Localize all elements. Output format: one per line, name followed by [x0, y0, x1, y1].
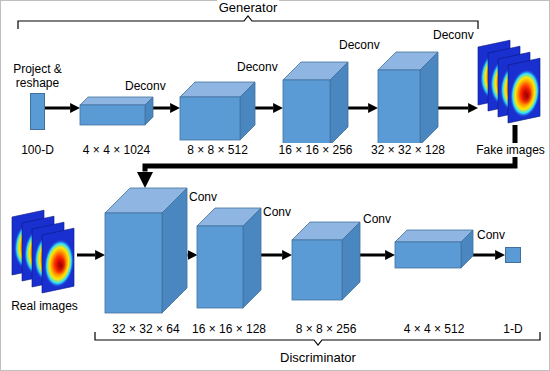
dimension-label: 4 × 4 × 1024 [82, 143, 151, 157]
node-shape [12, 205, 77, 295]
heatmap-blob [44, 236, 74, 290]
image-stack: Fake images [478, 35, 543, 125]
heatmap-panel [42, 228, 74, 293]
dimension-label: 1-D [502, 322, 523, 336]
flow-arrow [153, 107, 170, 110]
cuboid-top [80, 97, 153, 105]
node-shape [378, 52, 438, 145]
image-stack: Real images [12, 205, 77, 295]
dimension-label: 32 × 32 × 64 [111, 322, 180, 336]
cuboid-side [145, 97, 153, 125]
dimension-label: 100-D [20, 143, 55, 157]
flow-arrow [348, 107, 368, 110]
flow-arrow [473, 254, 495, 257]
feature-map-cuboid: 32 × 32 × 64 [105, 188, 187, 313]
flow-arrow [255, 107, 273, 110]
feature-map-cuboid: 4 × 4 × 1024 [80, 97, 153, 125]
dimension-label: 16 × 16 × 128 [191, 322, 267, 336]
node-shape [395, 230, 473, 268]
dimension-label: Fake images [475, 143, 546, 157]
layer-operation-label: Deconv [338, 38, 381, 52]
layer-operation-label: Conv [188, 190, 218, 204]
cuboid-side [420, 52, 438, 145]
dimension-label: 32 × 32 × 128 [370, 143, 446, 157]
section-label: Generator [217, 0, 280, 15]
layer-operation-label: Deconv [124, 79, 167, 93]
node-shape [478, 35, 543, 125]
dimension-label: 16 × 16 × 256 [277, 143, 353, 157]
heatmap-core [521, 86, 533, 107]
section-label: Discriminator [278, 350, 358, 365]
heatmap-ground [42, 228, 74, 293]
cuboid-front [80, 105, 145, 125]
cuboid-side [461, 230, 473, 268]
layer-operation-label: Deconv [432, 28, 475, 42]
flow-arrow [261, 254, 282, 257]
node-shape [30, 93, 45, 130]
node-shape [197, 208, 261, 308]
dimension-label: 8 × 8 × 512 [186, 143, 249, 157]
feature-map-cuboid: 8 × 8 × 256 [292, 222, 360, 300]
node-shape [105, 188, 187, 313]
cuboid-side [243, 208, 261, 308]
cuboid-front [197, 226, 243, 308]
dimension-label: 4 × 4 × 512 [403, 322, 466, 336]
flow-arrow [360, 254, 385, 257]
feature-map-cuboid: 32 × 32 × 128 [378, 52, 438, 145]
heatmap-blob [510, 66, 540, 120]
dimension-label: 8 × 8 × 256 [295, 322, 358, 336]
layer-operation-label: Conv [362, 212, 392, 226]
node-shape [180, 82, 255, 140]
node-shape [292, 222, 360, 300]
vector-box: 1-D [505, 247, 521, 263]
layer-operation-label: Conv [262, 205, 292, 219]
node-shape [505, 247, 521, 263]
cuboid-front [105, 213, 162, 313]
layer-operation-label: Deconv [236, 60, 279, 74]
node-shape [283, 62, 348, 145]
feature-map-cuboid: 4 × 4 × 512 [395, 230, 473, 268]
flow-arrow [77, 254, 95, 257]
flow-arrow [45, 107, 70, 110]
cuboid-side [342, 222, 360, 300]
vector-box: Project & reshape100-D [30, 93, 45, 130]
cuboid-front [283, 80, 330, 145]
dimension-label: Real images [10, 299, 79, 313]
generator-bracket [18, 16, 478, 29]
cuboid-top [395, 230, 473, 242]
flow-arrow [438, 107, 468, 110]
vector-box [31, 94, 45, 130]
cuboid-side [240, 82, 255, 140]
cuboid-front [395, 242, 461, 268]
cuboid-front [378, 70, 420, 145]
cuboid-side [330, 62, 348, 145]
vector-box [506, 248, 521, 263]
cuboid-side [162, 188, 187, 313]
dimension-label: Project & reshape [8, 62, 68, 90]
heatmap-core [55, 256, 67, 277]
heatmap-ground [508, 58, 540, 123]
feature-map-cuboid: 16 × 16 × 256 [283, 62, 348, 145]
feature-map-cuboid: 16 × 16 × 128 [197, 208, 261, 308]
cuboid-front [180, 97, 240, 140]
heatmap-panel [508, 58, 540, 123]
layer-operation-label: Conv [476, 228, 506, 242]
cuboid-front [292, 240, 342, 300]
feature-map-cuboid: 8 × 8 × 512 [180, 82, 255, 140]
node-shape [80, 97, 153, 125]
